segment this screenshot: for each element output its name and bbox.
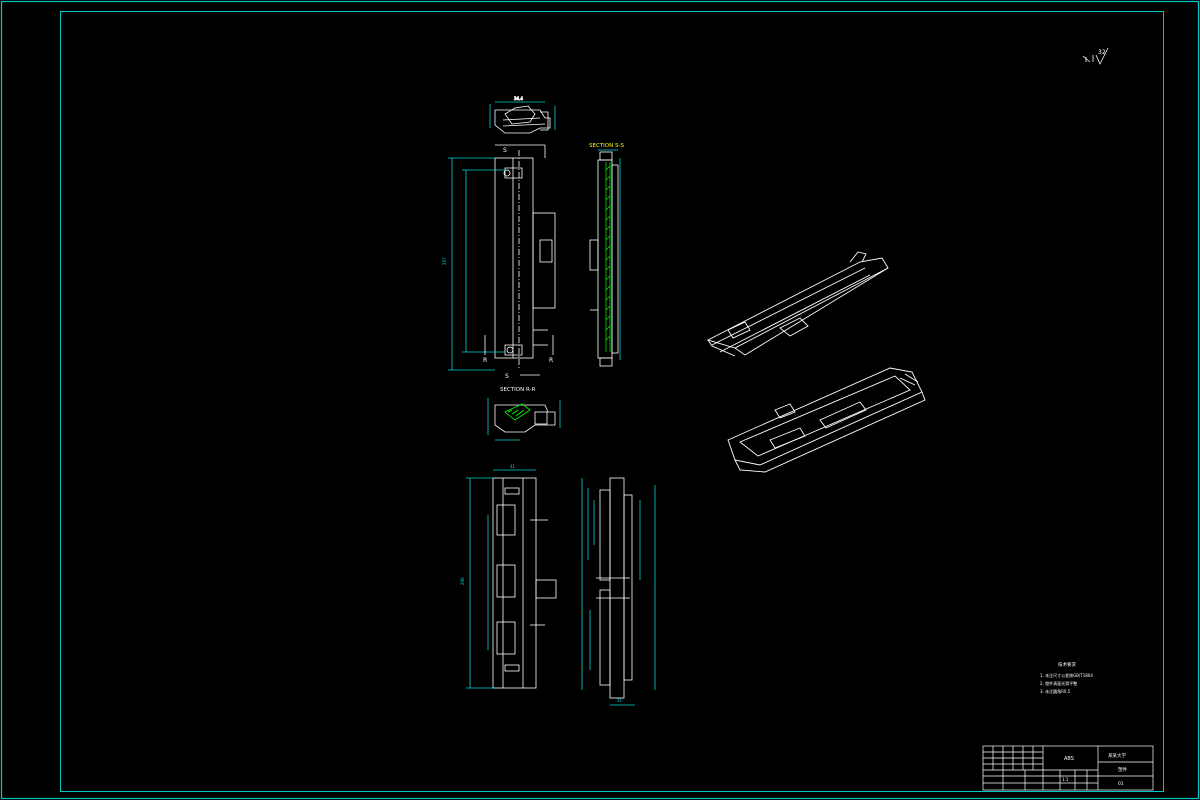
title-drawing-no: 01 — [1118, 781, 1124, 787]
isometric-view-lower — [727, 367, 926, 473]
isometric-view-upper — [706, 251, 889, 357]
top-view: 34.4 — [489, 96, 556, 134]
notes-title: 技术要求 — [1058, 661, 1076, 668]
bottom-front-view: 296 41 — [460, 464, 557, 689]
bottom-width-dim: 41 — [510, 464, 516, 469]
section-r-r: SECTION R-R — [487, 387, 561, 441]
top-width-dim: 34.4 — [514, 96, 523, 101]
roughness-value: 32 — [1098, 49, 1106, 56]
cut-r-left: R — [483, 357, 487, 364]
cut-r-right: R — [549, 357, 553, 364]
section-r-label: SECTION R-R — [500, 387, 536, 393]
note-2: 2. 塑件表面光滑平整 — [1040, 680, 1077, 686]
inner-border — [60, 11, 1164, 792]
bottom-side-view: 31 — [581, 477, 656, 706]
technical-notes: 技术要求 1. 未注尺寸公差按GB/T1804 2. 塑件表面光滑平整 3. 未… — [1040, 661, 1093, 694]
bottom-height-dim: 296 — [460, 577, 465, 585]
section-s-label: SECTION S-S — [589, 143, 624, 149]
note-3: 3. 未注圆角R0.5 — [1040, 688, 1071, 694]
title-scale: 1:1 — [1062, 777, 1069, 782]
front-height-dim: 297 — [442, 257, 447, 265]
title-school: 某某大学 — [1108, 752, 1126, 759]
cut-s-top: S — [503, 147, 507, 154]
section-s-s: SECTION S-S — [589, 143, 624, 367]
front-view: 297 S S R R — [442, 144, 556, 380]
side-width-dim: 31 — [617, 698, 623, 703]
cut-s-bottom: S — [505, 373, 509, 380]
title-part-name: 塑件 — [1118, 766, 1127, 773]
surface-roughness-mark: 32 — [1082, 47, 1109, 65]
note-1: 1. 未注尺寸公差按GB/T1804 — [1040, 672, 1093, 678]
title-block — [982, 745, 1154, 791]
title-material: ABS — [1064, 756, 1074, 762]
